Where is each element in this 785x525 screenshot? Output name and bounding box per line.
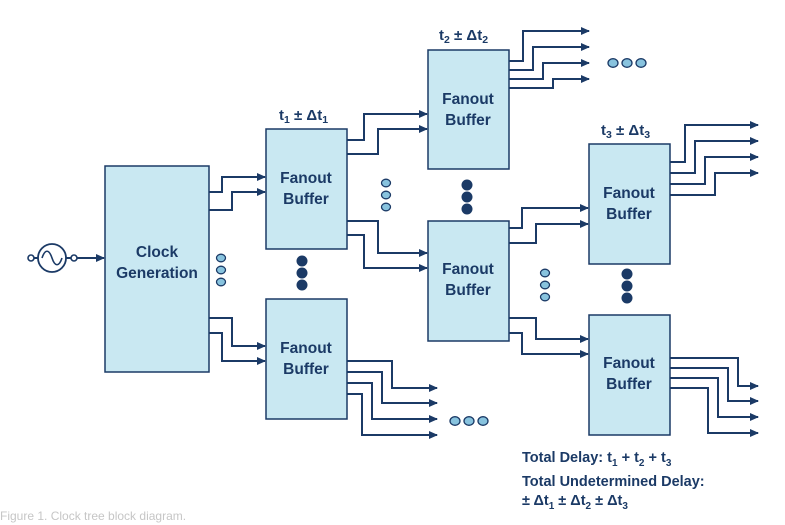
fanout-buffer-a-label-line2: Buffer (283, 191, 329, 208)
fanout-buffer-e-label-line1: Fanout (603, 185, 655, 202)
fanout-buffer-d-box (427, 220, 510, 342)
buffer-b-output-arrow-4 (347, 393, 438, 439)
buffer-b-output-arrow-2 (347, 371, 438, 407)
generator-to-buffer-a-arrow-1 (209, 173, 266, 193)
buffer-a-to-buffer-c-arrow-1 (347, 110, 428, 141)
ellipsis-buffer-c-more-outputs (607, 58, 647, 68)
buffer-b-output-arrow-3 (347, 382, 438, 423)
delay-summary: Total Delay: t1 + t2 + t3 Total Undeterm… (522, 449, 705, 516)
buffer-c-output-arrow-2 (509, 43, 590, 71)
generator-to-buffer-a-arrow-2 (209, 188, 266, 211)
buffer-d-to-buffer-e-arrow-1 (509, 204, 589, 229)
clock-generation-box (104, 165, 210, 373)
fanout-buffer-c-box (427, 49, 510, 170)
oscillator-icon (27, 243, 78, 273)
buffer-d-to-buffer-e-arrow-2 (509, 220, 589, 244)
buffer-d-to-buffer-f-arrow-2 (509, 332, 589, 358)
fanout-buffer-f-label-line1: Fanout (603, 355, 655, 372)
buffer-e-output-arrow-2 (670, 137, 759, 174)
fanout-buffer-b-box (265, 298, 348, 420)
buffer-f-output-arrow-1 (670, 357, 759, 390)
buffer-a-to-buffer-d-arrow-1 (347, 220, 428, 257)
ellipsis-generator-outputs (215, 253, 227, 287)
ellipsis-buffer-a-outputs (380, 178, 392, 212)
buffer-c-output-arrow-3 (509, 59, 590, 80)
buffer-f-output-arrow-4 (670, 387, 759, 437)
ellipsis-stage-3-buffers (621, 268, 633, 304)
stage-1-delay-label: t1 ± Δt1 (279, 107, 328, 126)
buffer-f-output-arrow-3 (670, 377, 759, 421)
ellipsis-buffer-d-outputs (539, 268, 551, 302)
fanout-buffer-b-label-line1: Fanout (280, 340, 332, 357)
buffer-a-to-buffer-d-arrow-2 (347, 234, 428, 272)
fanout-buffer-d-label-line2: Buffer (445, 282, 491, 299)
ellipsis-stage-1-buffers (296, 255, 308, 291)
fanout-buffer-d-label-line1: Fanout (442, 261, 494, 278)
clock-generation-label-line2: Generation (116, 265, 198, 282)
generator-to-buffer-b-arrow-2 (209, 332, 266, 365)
fanout-buffer-a-box (265, 128, 348, 250)
ellipsis-buffer-b-more-outputs (449, 416, 489, 426)
stage-2-delay-label: t2 ± Δt2 (439, 27, 488, 46)
generator-to-buffer-b-arrow-1 (209, 317, 266, 350)
fanout-buffer-f-label-line2: Buffer (606, 376, 652, 393)
buffer-e-output-arrow-1 (670, 121, 759, 163)
buffer-e-output-arrow-3 (670, 153, 759, 185)
undetermined-delay-label: Total Undetermined Delay: (522, 473, 705, 490)
total-delay-line: Total Delay: t1 + t2 + t3 (522, 450, 672, 469)
buffer-c-output-arrow-1 (509, 27, 590, 62)
ellipsis-stage-2-buffers (461, 179, 473, 215)
fanout-buffer-c-label-line2: Buffer (445, 112, 491, 129)
fanout-buffer-c-label-line1: Fanout (442, 91, 494, 108)
buffer-d-to-buffer-f-arrow-1 (509, 317, 589, 343)
buffer-f-output-arrow-2 (670, 367, 759, 405)
fanout-buffer-a-label-line1: Fanout (280, 170, 332, 187)
fanout-buffer-e-label-line2: Buffer (606, 206, 652, 223)
buffer-c-output-arrow-4 (509, 75, 590, 89)
buffer-a-to-buffer-c-arrow-2 (347, 125, 428, 155)
fanout-buffer-e-box (588, 143, 671, 265)
clock-generation-label-line1: Clock (136, 244, 179, 261)
buffer-e-output-arrow-4 (670, 169, 759, 196)
fanout-buffer-b-label-line2: Buffer (283, 361, 329, 378)
undetermined-delay-expr: ± Δt1 ± Δt2 ± Δt3 (522, 492, 628, 512)
figure-caption: Figure 1. Clock tree block diagram. (0, 509, 187, 523)
fanout-buffer-f-box (588, 314, 671, 436)
stage-3-delay-label: t3 ± Δt3 (601, 122, 650, 141)
buffer-b-output-arrow-1 (347, 360, 438, 392)
